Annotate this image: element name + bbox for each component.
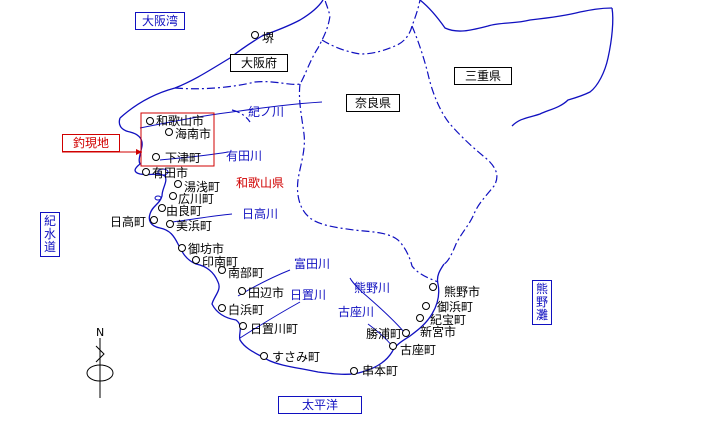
place-shimotsu: 下津町 bbox=[165, 151, 202, 165]
place-mihama: 美浜町 bbox=[176, 219, 213, 233]
place-susami: すさみ町 bbox=[272, 350, 321, 364]
coastline-east bbox=[511, 7, 614, 127]
river-kumanogawa: 熊野川 bbox=[354, 281, 391, 295]
place-arida-shi: 有田市 bbox=[152, 166, 189, 180]
place-hikigawa-town: 日置川町 bbox=[250, 322, 299, 336]
place-hirokawa: 広川町 bbox=[178, 192, 215, 206]
river-hikigawa: 日置川 bbox=[290, 288, 327, 302]
place-yura: 由良町 bbox=[166, 204, 203, 218]
fishing-spot-label: 釣現地 bbox=[62, 134, 120, 152]
pref-osaka: 大阪府 bbox=[230, 54, 288, 72]
place-yuasa: 湯浅町 bbox=[184, 180, 221, 194]
place-minabe: 南部町 bbox=[228, 266, 265, 280]
place-mihama-mie: 御浜町 bbox=[437, 300, 474, 314]
compass-icon bbox=[86, 338, 114, 398]
place-hidaka: 日高町 bbox=[110, 215, 147, 229]
river-aridagawa: 有田川 bbox=[226, 149, 263, 163]
fishing-spot-area bbox=[140, 112, 215, 167]
river-kinokawa: 紀ノ川 bbox=[248, 105, 285, 119]
sea-pacific: 太平洋 bbox=[278, 396, 362, 414]
fishing-spot-arrowhead bbox=[136, 149, 142, 155]
place-kumano-shi: 熊野市 bbox=[444, 285, 481, 299]
place-sakai: 堺 bbox=[262, 31, 275, 45]
pref-mie: 三重県 bbox=[454, 67, 512, 85]
pref-wakayama: 和歌山県 bbox=[236, 176, 285, 190]
place-inami: 印南町 bbox=[202, 255, 239, 269]
place-katsuura: 勝浦町 bbox=[366, 327, 403, 341]
prefecture-borders bbox=[174, 0, 498, 283]
island bbox=[157, 168, 169, 176]
place-shirahama: 白浜町 bbox=[228, 303, 265, 317]
place-wakayama-shi: 和歌山市 bbox=[156, 114, 205, 128]
place-tanabe: 田辺市 bbox=[248, 286, 285, 300]
pref-nara: 奈良県 bbox=[346, 94, 400, 112]
sea-osaka-bay: 大阪湾 bbox=[135, 12, 185, 30]
place-koza: 古座町 bbox=[400, 343, 437, 357]
sea-kumanonada: 熊野灘 bbox=[532, 280, 552, 325]
place-gobo: 御坊市 bbox=[188, 242, 225, 256]
place-kiho: 紀宝町 bbox=[430, 313, 467, 327]
river-kozagawa: 古座川 bbox=[338, 305, 375, 319]
place-markers bbox=[142, 31, 437, 375]
rivers bbox=[139, 101, 405, 347]
river-tondagawa: 富田川 bbox=[294, 257, 331, 271]
place-shingu: 新宮市 bbox=[420, 325, 457, 339]
coastline bbox=[119, 0, 613, 119]
place-kainan-shi: 海南市 bbox=[175, 127, 212, 141]
compass-north-label: N bbox=[96, 326, 105, 339]
sea-kisuido: 紀水道 bbox=[40, 212, 60, 257]
place-kushimoto: 串本町 bbox=[362, 364, 399, 378]
island bbox=[154, 195, 162, 201]
river-hidakagawa: 日高川 bbox=[242, 207, 279, 221]
